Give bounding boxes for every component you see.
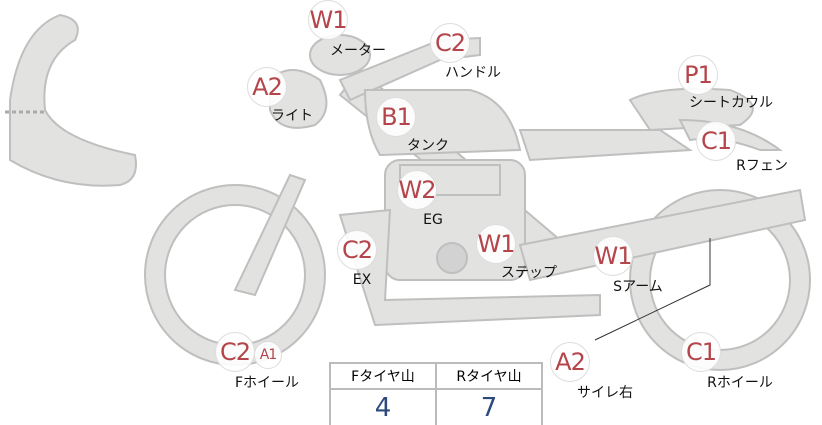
step-badge[interactable]: W1 <box>476 224 516 264</box>
front-tread-header: Fタイヤ山 <box>329 362 437 390</box>
engine-badge[interactable]: W2 <box>397 170 437 210</box>
front-fork <box>233 173 307 297</box>
muffler-right-label: サイレ右 <box>577 385 633 401</box>
rear-tread-header: Rタイヤ山 <box>435 362 543 390</box>
rear-wheel-label: Rホイール <box>707 375 773 391</box>
exhaust <box>338 208 601 327</box>
front-wheel-badge[interactable]: C2 <box>215 332 255 372</box>
rear-tread-value: 7 <box>435 388 543 425</box>
seat-cowl-label: シートカウル <box>689 95 773 111</box>
exhaust-label: EX <box>352 272 372 288</box>
exhaust-badge[interactable]: C2 <box>337 230 377 270</box>
fairing <box>9 13 137 187</box>
swingarm-label: Sアーム <box>613 279 663 295</box>
rear-fender-label: Rフェン <box>736 158 788 174</box>
swingarm-badge[interactable]: W1 <box>593 236 633 276</box>
engine-label: EG <box>423 212 443 228</box>
handle-badge[interactable]: C2 <box>430 23 470 63</box>
step-label: ステップ <box>501 265 557 281</box>
seat-cowl <box>628 87 754 132</box>
tank-badge[interactable]: B1 <box>376 97 416 137</box>
front-tread-value: 4 <box>329 388 437 425</box>
handle-label: ハンドル <box>445 65 501 81</box>
light-badge[interactable]: A2 <box>247 67 287 107</box>
front-wheel-label: Fホイール <box>234 375 300 391</box>
meter-label: メーター <box>330 43 386 59</box>
seat-cowl-badge[interactable]: P1 <box>678 55 718 95</box>
muffler-right-badge[interactable]: A2 <box>550 342 590 382</box>
swingarm <box>518 188 807 282</box>
rear-wheel-badge[interactable]: C1 <box>681 332 721 372</box>
front-wheel-badge-secondary[interactable]: A1 <box>254 341 282 369</box>
meter-badge[interactable]: W1 <box>308 0 348 40</box>
rear-fender-badge[interactable]: C1 <box>696 121 736 161</box>
light-label: ライト <box>271 108 313 124</box>
seat <box>518 129 694 162</box>
tank-label: タンク <box>407 138 449 154</box>
